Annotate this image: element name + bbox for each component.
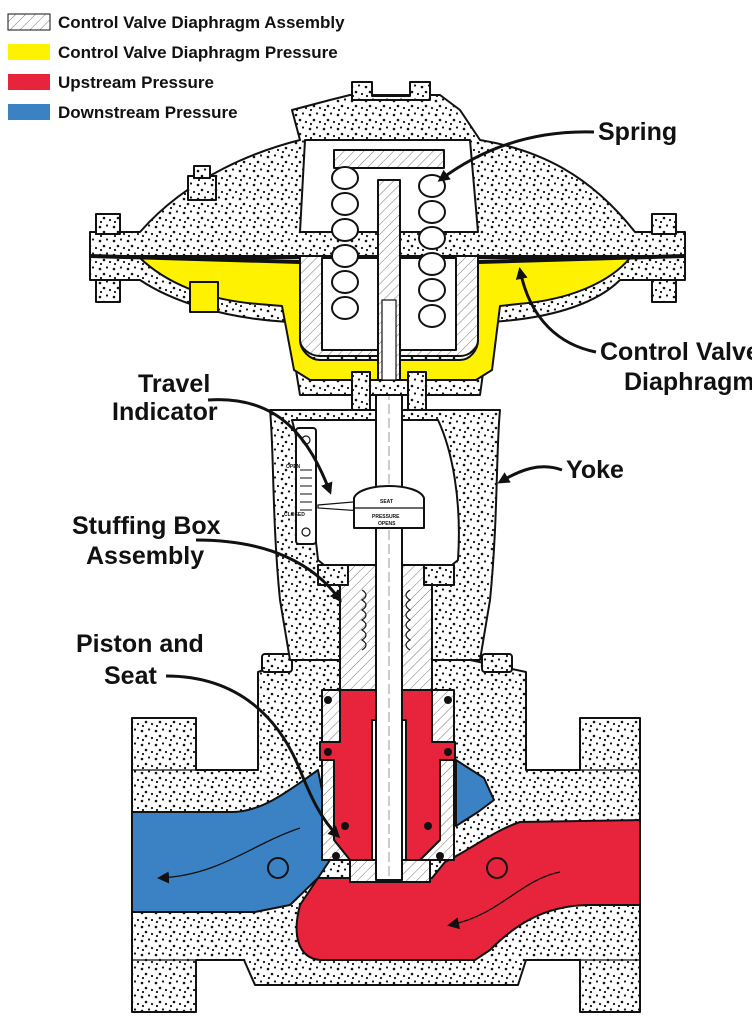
legend-label-diaphragm-pressure: Control Valve Diaphragm Pressure [58, 43, 338, 62]
bonnet-bolt-left [261, 653, 293, 673]
downstream-passage [131, 769, 331, 913]
bonnet-bolt-right [481, 653, 513, 673]
legend-label-downstream: Downstream Pressure [58, 103, 238, 122]
stem-connector [353, 485, 425, 529]
legend-item-upstream: Upstream Pressure [8, 73, 214, 92]
seal-nut [351, 371, 371, 411]
callout-travel-label-1: Travel [138, 370, 210, 398]
callout-spring-arrow [437, 130, 595, 182]
legend-label-assembly: Control Valve Diaphragm Assembly [58, 13, 345, 32]
indicator-open-label: OPEN [286, 464, 301, 470]
callout-piston-label-1: Piston and [76, 630, 204, 658]
callout-spring-label: Spring [598, 118, 677, 146]
legend-swatch-assembly [7, 13, 51, 31]
legend-item-diaphragm-pressure: Control Valve Diaphragm Pressure [8, 43, 338, 62]
downstream-flow-arrow [157, 827, 301, 884]
vent-fitting-cap [193, 165, 211, 179]
stem-upper-core [381, 299, 397, 381]
indicator-pressure-label: PRESSURE [372, 514, 400, 520]
legend-item-assembly: Control Valve Diaphragm Assembly [7, 13, 345, 32]
scale-ticks [300, 469, 312, 511]
callout-piston-seat: Piston and Seat [76, 630, 341, 839]
spring [331, 166, 446, 328]
indicator-opens-label: OPENS [378, 521, 396, 527]
spring-seat-top [333, 149, 445, 169]
callout-stuffing-box: Stuffing Box Assembly [72, 512, 342, 603]
downstream-pocket [455, 759, 495, 827]
stuffing-box-nut [423, 564, 455, 586]
diaphragm-pressure-chamber [139, 257, 631, 381]
o-ring [341, 822, 349, 830]
callout-stuffing-label-1: Stuffing Box [72, 512, 221, 540]
callout-diaphragm-label-2: Diaphragm [624, 368, 752, 396]
legend-label-upstream: Upstream Pressure [58, 73, 214, 92]
indicator-closed-label: CLOSED [284, 512, 305, 518]
upstream-passage [295, 819, 641, 961]
callout-travel-indicator: Travel Indicator [112, 370, 333, 495]
callout-yoke-arrow [497, 465, 563, 484]
flange-bolt-left-lower [95, 279, 121, 303]
callout-stuffing-label-2: Assembly [86, 542, 204, 570]
callout-diaphragm-arrow [515, 267, 597, 354]
o-ring [324, 696, 332, 704]
callout-yoke: Yoke [497, 456, 624, 484]
callout-diaphragm: Control Valve Diaphragm [515, 267, 752, 396]
seal-nut [407, 371, 427, 411]
vent-fitting [187, 175, 217, 201]
legend-swatch-diaphragm-pressure [8, 44, 50, 60]
port-circle-left [267, 857, 289, 879]
travel-indicator: OPEN CLOSED SEAT PRESSURE OPENS [284, 427, 425, 545]
o-ring [332, 852, 340, 860]
flange-bolt-right [651, 213, 677, 235]
indicator-seat-label: SEAT [380, 499, 393, 505]
o-ring [324, 748, 332, 756]
pressure-port [189, 281, 219, 313]
o-ring [424, 822, 432, 830]
callout-piston-label-2: Seat [104, 662, 157, 690]
legend: Control Valve Diaphragm Assembly Control… [7, 13, 345, 122]
callout-diaphragm-label-1: Control Valve [600, 338, 752, 366]
top-cap [351, 81, 431, 101]
port-circle-right [486, 857, 508, 879]
callout-piston-arrow [165, 674, 341, 839]
valve-body [131, 653, 641, 1013]
o-ring [444, 748, 452, 756]
legend-item-downstream: Downstream Pressure [8, 103, 238, 122]
scale-screw [301, 527, 311, 537]
callout-travel-arrow [207, 398, 333, 495]
packing-rings [360, 589, 412, 651]
o-ring [444, 696, 452, 704]
legend-swatch-downstream [8, 104, 50, 120]
callout-travel-label-2: Indicator [112, 398, 218, 426]
o-ring [436, 852, 444, 860]
callout-yoke-label: Yoke [566, 456, 624, 484]
legend-swatch-upstream [8, 74, 50, 90]
flange-bolt-left [95, 213, 121, 235]
upstream-flow-arrow [447, 871, 561, 930]
callout-stuffing-arrow [195, 538, 342, 603]
flange-bolt-right-lower [651, 279, 677, 303]
callout-spring: Spring [437, 118, 677, 182]
